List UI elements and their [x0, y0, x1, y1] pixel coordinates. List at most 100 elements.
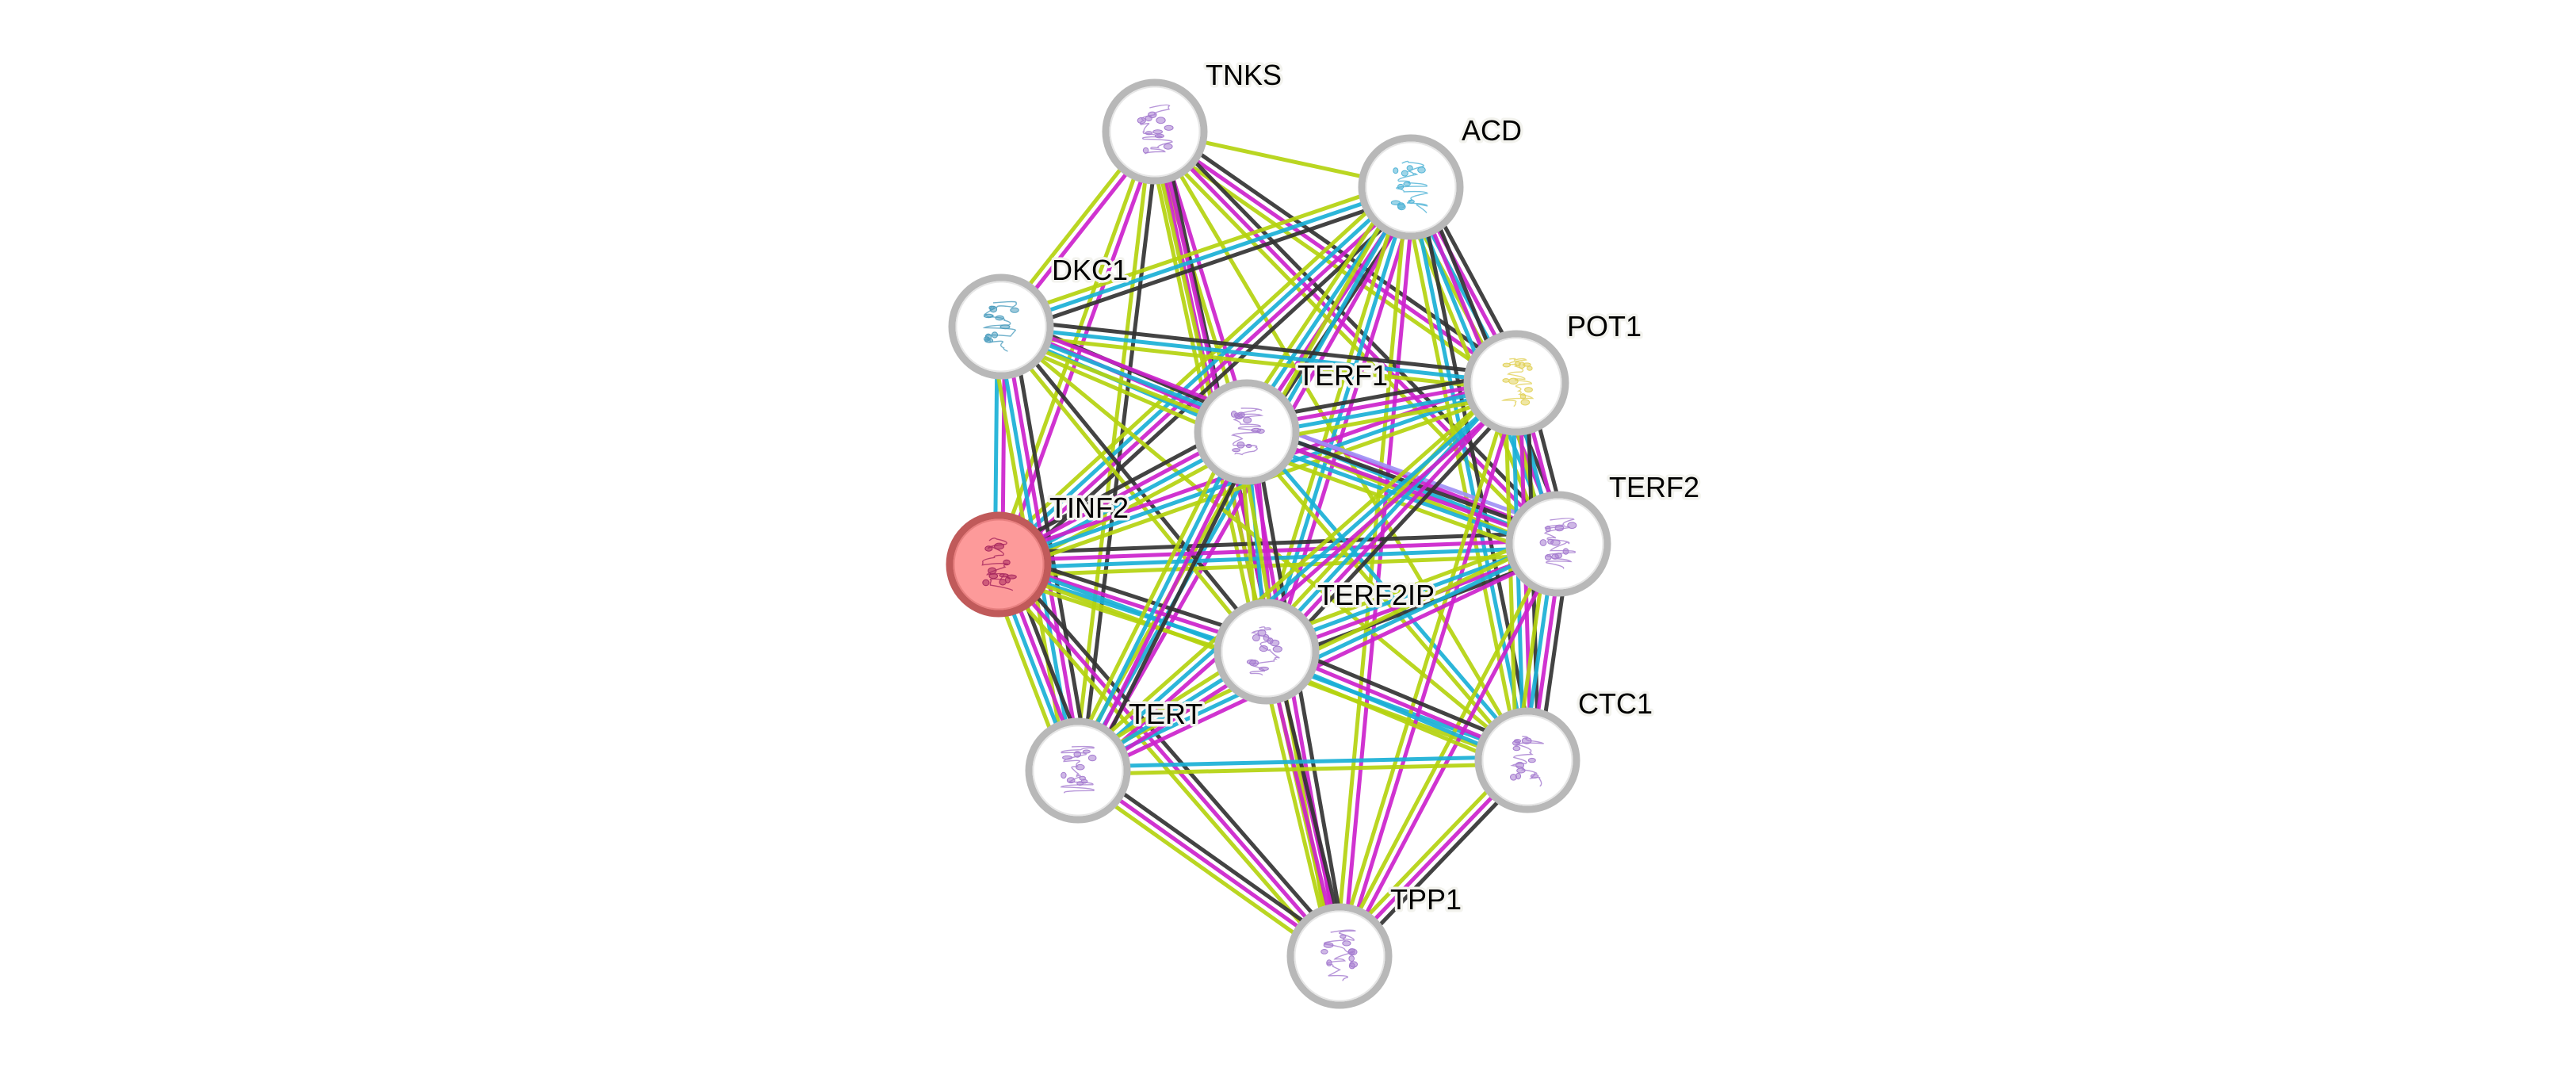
- protein-structure-icon: [1539, 518, 1577, 569]
- node-circle[interactable]: [1474, 707, 1580, 813]
- edge-TERF1-TERT[interactable]: [1065, 426, 1259, 777]
- edge-line-databases: [995, 182, 1410, 564]
- edge-line-coexpression: [1081, 763, 1345, 952]
- edge-line-textmining: [1242, 433, 1527, 764]
- edge-line-experiments: [1080, 432, 1252, 774]
- node-label-terf2: TERF2: [1609, 471, 1699, 503]
- node-label-terf2ip: TERF2IP: [1317, 579, 1435, 611]
- node-label-tnks: TNKS: [1206, 59, 1282, 91]
- edge-line-textmining: [1257, 184, 1406, 650]
- edge-line-coexpression: [1252, 430, 1349, 955]
- edge-line-textmining: [1401, 188, 1523, 763]
- node-circle[interactable]: [1025, 717, 1131, 824]
- node-inner-ring: [1221, 606, 1313, 698]
- node-pot1[interactable]: [1463, 330, 1569, 436]
- edge-line-experiments: [1153, 129, 1518, 385]
- node-label-tinf2: TINF2: [1049, 492, 1129, 524]
- node-label-dkc1: DKC1: [1052, 254, 1128, 286]
- node-dkc1[interactable]: [948, 274, 1054, 380]
- edge-line-textmining: [1240, 444, 1554, 560]
- edge-line-textmining: [1334, 541, 1557, 955]
- node-tpp1[interactable]: [1286, 903, 1393, 1009]
- edge-line-textmining: [989, 177, 1405, 558]
- edge-line-experiments: [1267, 384, 1521, 656]
- protein-structure-icon: [1500, 358, 1535, 407]
- edge-line-databases: [1000, 185, 1412, 329]
- node-inner-ring: [1294, 910, 1385, 1002]
- node-label-ctc1: CTC1: [1578, 687, 1653, 720]
- protein-structure-icon: [1510, 736, 1544, 787]
- protein-structure-icon: [981, 538, 1017, 591]
- edge-line-textmining: [999, 331, 1516, 392]
- edge-line-databases: [1072, 429, 1245, 771]
- edge-line-textmining: [1072, 376, 1513, 767]
- node-label-acd: ACD: [1462, 114, 1522, 147]
- node-inner-ring: [1512, 498, 1604, 590]
- node-inner-ring: [953, 518, 1045, 610]
- edge-line-experiments: [999, 188, 1415, 569]
- node-label-tert: TERT: [1129, 698, 1202, 730]
- edge-line-coexpression: [1003, 192, 1414, 336]
- node-inner-ring: [955, 281, 1047, 373]
- node-circle[interactable]: [1194, 379, 1300, 485]
- edge-line-experiments: [1341, 187, 1417, 957]
- node-tnks[interactable]: [1102, 78, 1208, 185]
- edge-line-databases: [1408, 186, 1530, 761]
- protein-structure-icon: [1390, 160, 1428, 214]
- edge-line-textmining: [1072, 775, 1336, 964]
- edge-line-homology: [1251, 415, 1565, 532]
- node-acd[interactable]: [1358, 134, 1464, 240]
- edge-line-textmining: [998, 178, 1409, 322]
- edge-DKC1-POT1[interactable]: [999, 317, 1518, 392]
- edge-line-experiments: [1340, 545, 1564, 959]
- protein-structure-icon: [1060, 745, 1097, 794]
- edge-POT1-TPP1[interactable]: [1334, 381, 1522, 958]
- node-circle[interactable]: [1358, 134, 1464, 240]
- node-inner-ring: [1365, 141, 1457, 233]
- edge-line-coexpression: [1416, 185, 1537, 759]
- edge-ACD-CTC1[interactable]: [1401, 185, 1537, 763]
- node-inner-ring: [1481, 714, 1573, 806]
- node-inner-ring: [1470, 337, 1562, 429]
- edge-line-coexpression: [1159, 124, 1565, 541]
- node-terf2ip[interactable]: [1213, 599, 1320, 705]
- query-node-circle[interactable]: [946, 511, 1052, 618]
- node-terf1[interactable]: [1194, 379, 1300, 485]
- edge-line-coexpression: [1086, 436, 1259, 777]
- edge-line-coexpression: [1273, 388, 1527, 661]
- node-ctc1[interactable]: [1474, 707, 1580, 813]
- edge-line-textmining: [1334, 381, 1515, 956]
- node-tert[interactable]: [1025, 717, 1131, 824]
- edge-TERT-CTC1[interactable]: [1077, 754, 1528, 777]
- edge-line-databases: [1000, 324, 1517, 385]
- edge-ACD-DKC1[interactable]: [998, 178, 1414, 336]
- edge-TERT-TPP1[interactable]: [1072, 763, 1345, 964]
- node-label-terf1: TERF1: [1298, 359, 1388, 392]
- protein-structure-icon: [982, 300, 1019, 352]
- edge-line-textmining: [1148, 135, 1554, 551]
- edges-layer: [986, 124, 1572, 964]
- node-label-tpp1: TPP1: [1390, 883, 1462, 916]
- edge-line-experiments: [1076, 768, 1341, 958]
- edge-line-coexpression: [1001, 317, 1518, 378]
- nodes-layer: [946, 78, 1611, 1009]
- edge-line-textmining: [1065, 426, 1239, 767]
- protein-structure-icon: [1246, 626, 1282, 676]
- node-inner-ring: [1201, 386, 1293, 478]
- protein-structure-icon: [1137, 104, 1174, 155]
- node-terf2[interactable]: [1505, 491, 1611, 597]
- edge-line-databases: [1076, 381, 1518, 772]
- edge-line-textmining: [1078, 762, 1528, 777]
- edge-line-coexpression: [1003, 558, 1347, 953]
- edge-line-textmining: [1262, 531, 1555, 643]
- protein-structure-icon: [1320, 929, 1358, 981]
- edge-TERF2-TPP1[interactable]: [1334, 541, 1564, 959]
- edge-line-experiments: [1341, 383, 1522, 958]
- edge-line-databases: [1077, 754, 1527, 769]
- node-inner-ring: [1032, 725, 1124, 817]
- node-tinf2[interactable]: [946, 511, 1052, 618]
- node-label-pot1: POT1: [1567, 310, 1642, 342]
- node-circle[interactable]: [1213, 599, 1320, 705]
